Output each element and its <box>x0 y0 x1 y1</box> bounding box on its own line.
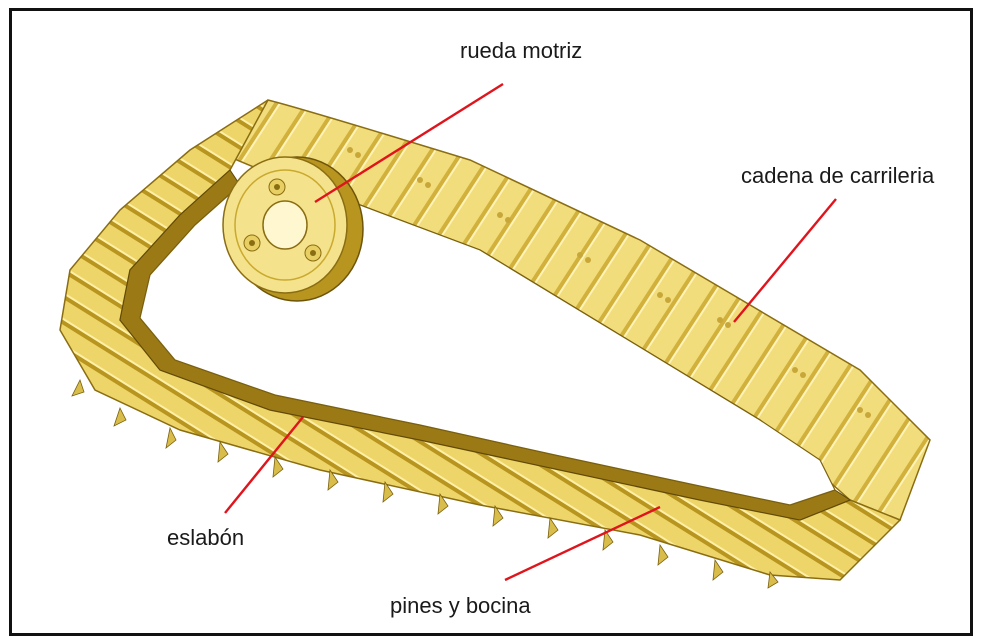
label-link: eslabón <box>167 527 244 549</box>
label-track-chain: cadena de carrileria <box>741 165 934 187</box>
label-drive-wheel: rueda motriz <box>460 40 582 62</box>
leader-line-track-chain <box>734 199 836 322</box>
label-pins-bushing: pines y bocina <box>390 595 531 617</box>
